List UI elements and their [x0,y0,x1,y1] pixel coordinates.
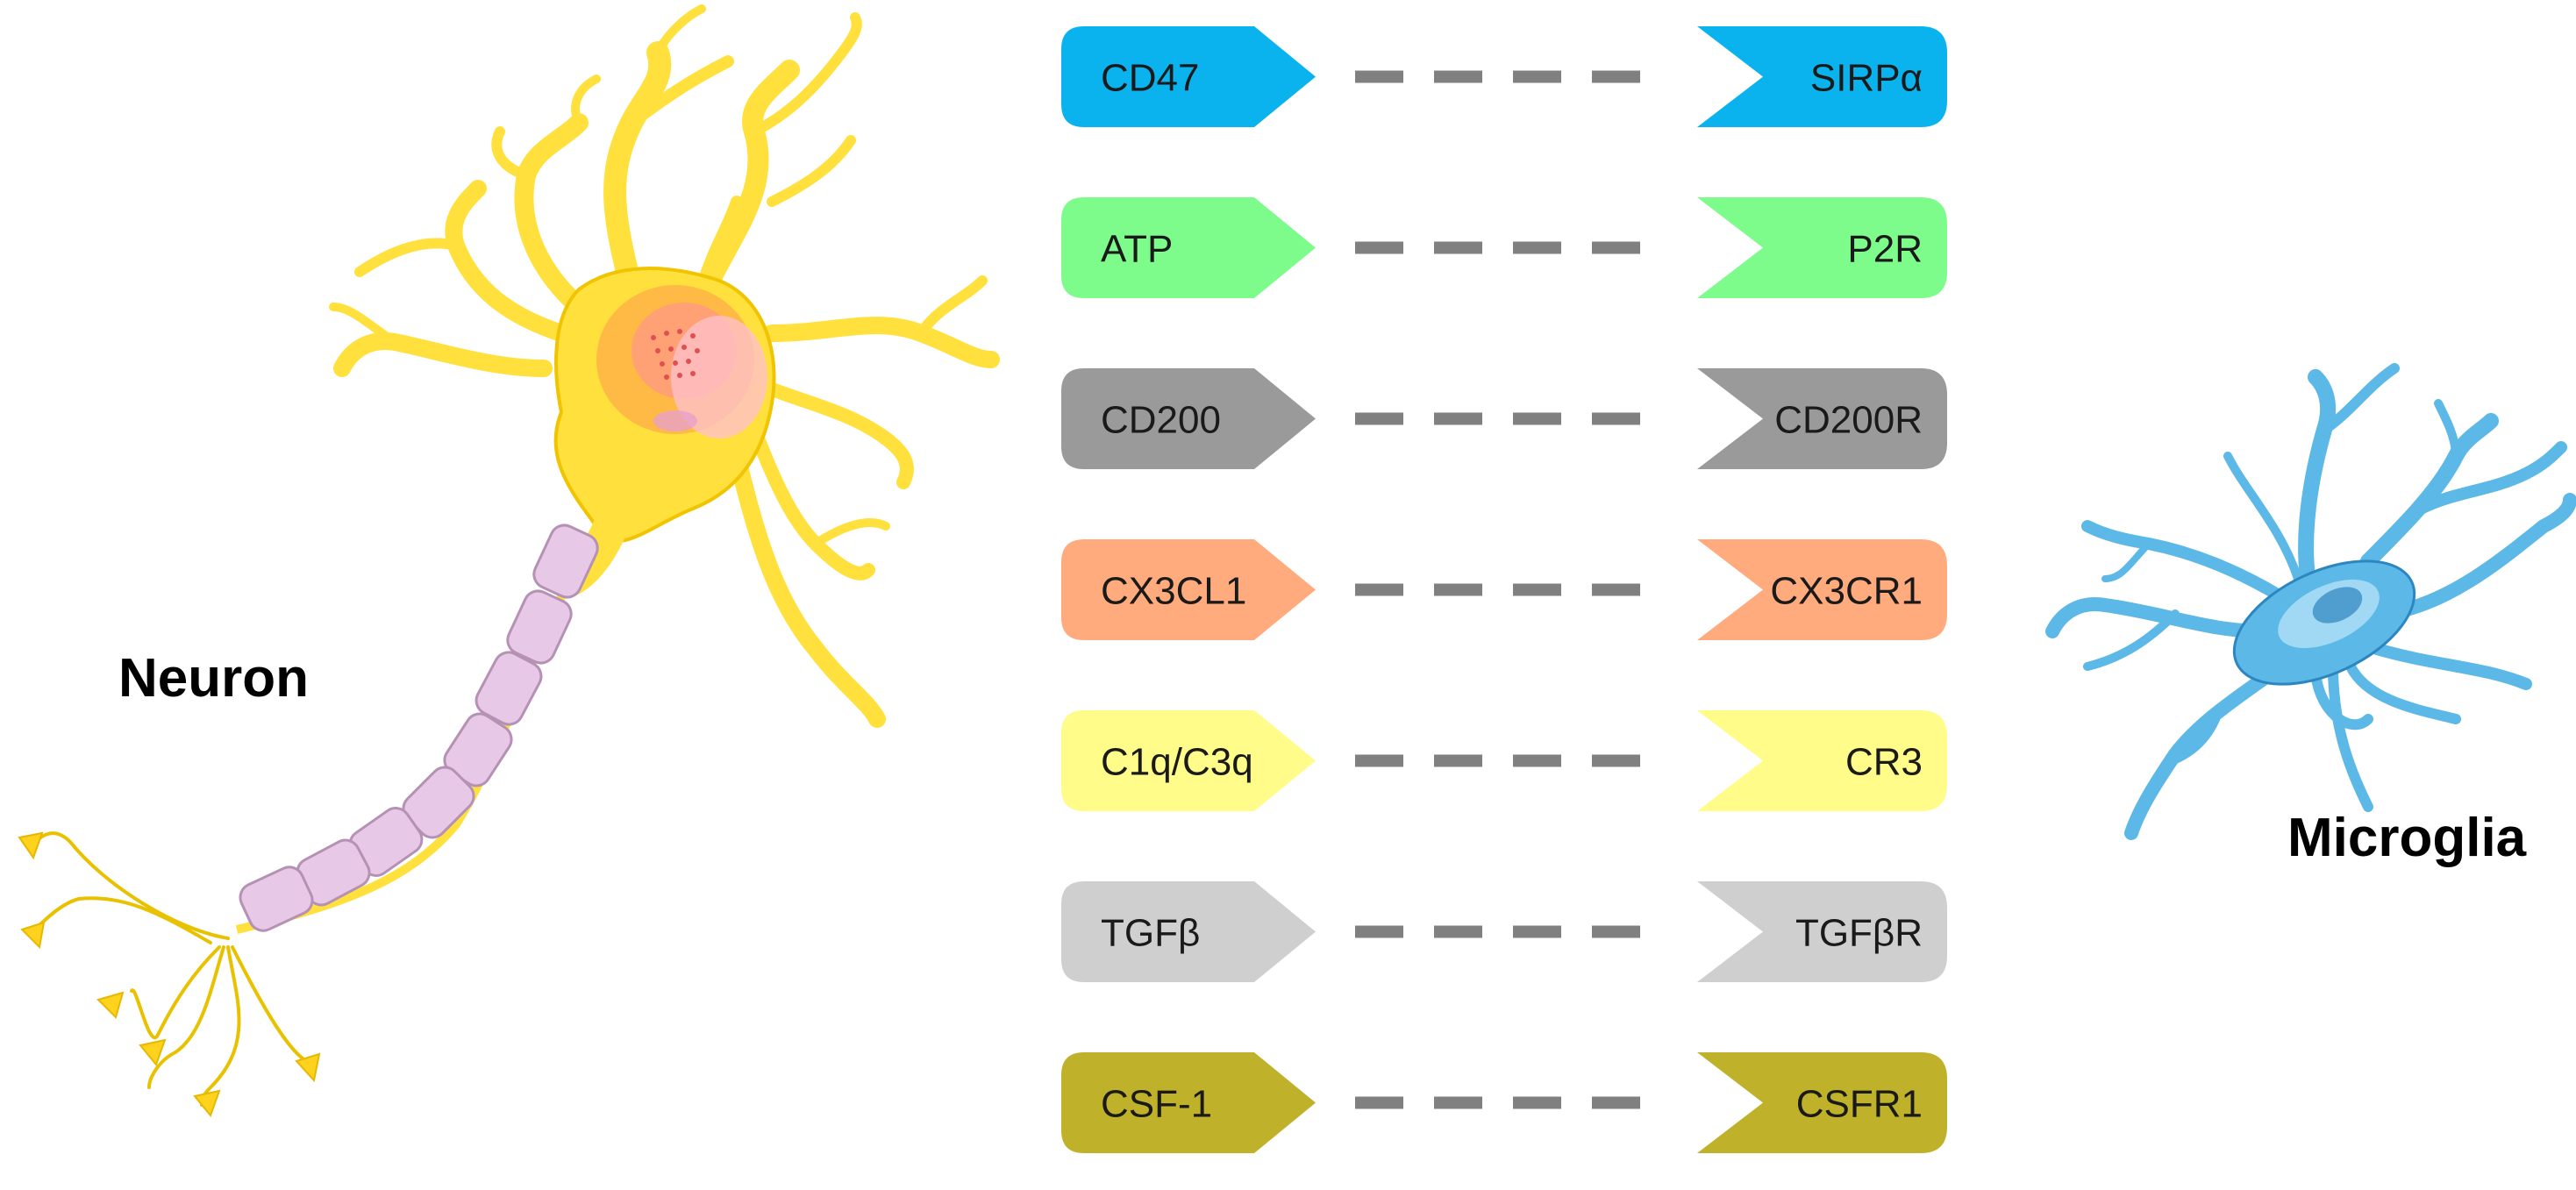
pair-row: CX3CL1 CX3CR1 [1061,539,1947,640]
pair-row: TGFβ TGFβR [1061,881,1947,982]
ligand-shape [1061,1052,1316,1153]
receptor-label: TGFβR [1795,912,1923,955]
ligand-label: ATP [1101,228,1173,271]
ligand-shape [1061,368,1316,469]
organelle-small [653,410,697,431]
receptor-shape [1697,368,1947,469]
ligand-shape [1061,26,1316,127]
axon-terminals [29,831,309,1107]
microglia-nucleolus [2312,587,2363,624]
ligand-label: C1q/C3q [1101,741,1253,784]
receptor-shape [1697,26,1947,127]
ligand-shape [1061,539,1316,640]
ligand-label: TGFβ [1101,912,1200,955]
pair-row: CD200 CD200R [1061,368,1947,469]
ligand-label: CD47 [1101,57,1200,100]
nucleus-dots [651,329,700,380]
receptor-shape [1697,881,1947,982]
ligand-shape [1061,197,1316,298]
receptor-label: CSFR1 [1796,1083,1923,1126]
pair-row: CSF-1 CSFR1 [1061,1052,1947,1153]
pair-row: C1q/C3q CR3 [1061,710,1947,811]
pair-row: ATP P2R [1061,197,1947,298]
ligand-shape [1061,881,1316,982]
myelin-sheath [239,524,599,932]
receptor-label: SIRPα [1810,57,1923,100]
neuron-dendrites [329,4,1000,728]
microglia-label: Microglia [2287,808,2527,868]
neuron-label: Neuron [118,648,309,709]
ligand-label: CX3CL1 [1101,570,1246,613]
ligand-label: CSF-1 [1101,1083,1212,1126]
receptor-label: CR3 [1845,741,1923,784]
microglia-illustration [2045,363,2576,840]
pair-row: CD47 SIRPα [1061,26,1947,127]
receptor-label: CD200R [1774,399,1923,442]
cytoplasm-organelle [671,316,767,438]
synaptic-boutons [18,831,321,1118]
ligand-label: CD200 [1101,399,1221,442]
receptor-shape [1697,1052,1947,1153]
receptor-label: CX3CR1 [1770,570,1923,613]
receptor-shape [1697,539,1947,640]
receptor-label: P2R [1847,228,1923,271]
receptor-shape [1697,197,1947,298]
neuron-illustration [18,4,1000,1118]
receptor-shape [1697,710,1947,811]
ligand-shape [1061,710,1316,811]
